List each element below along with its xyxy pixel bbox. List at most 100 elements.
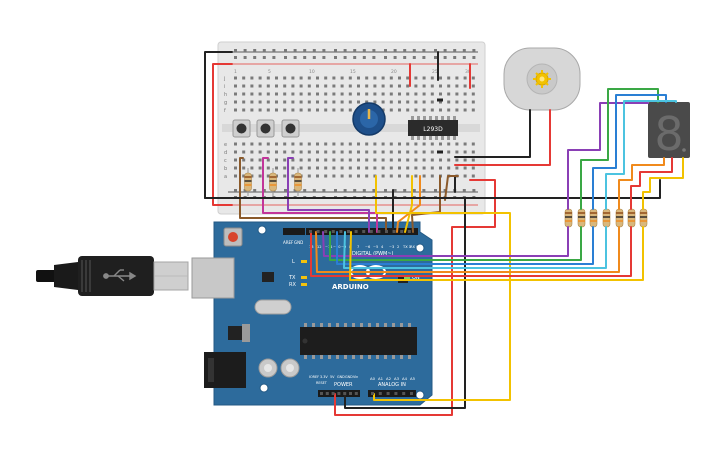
- breadboard-hole: [291, 142, 295, 146]
- breadboard-hole: [283, 174, 287, 178]
- wire-orange-seg: [618, 157, 665, 210]
- breadboard-hole: [258, 166, 262, 170]
- column-number: 30: [465, 69, 471, 75]
- breadboard-hole: [299, 100, 303, 104]
- rail-hole: [353, 189, 357, 192]
- breadboard-hole: [266, 84, 270, 88]
- capacitor-top: [286, 364, 294, 372]
- breadboard-hole: [471, 84, 475, 88]
- breadboard-hole: [365, 166, 369, 170]
- breadboard-hole: [398, 150, 401, 154]
- breadboard-hole: [365, 174, 369, 178]
- rail-hole: [472, 56, 476, 59]
- breadboard-hole: [299, 76, 303, 80]
- push-button-3[interactable]: [281, 119, 300, 138]
- breadboard-hole: [365, 84, 369, 88]
- breadboard-hole: [406, 76, 410, 80]
- push-button-cap[interactable]: [236, 123, 247, 134]
- breadboard-hole: [258, 150, 262, 154]
- power-pin-label: 3.3V: [320, 375, 328, 379]
- breadboard-hole: [307, 158, 311, 162]
- breadboard-hole: [471, 108, 475, 112]
- breadboard-hole: [299, 92, 303, 96]
- analog-pin-label: A3: [394, 376, 400, 381]
- rail-hole: [353, 49, 357, 52]
- rail-hole: [443, 49, 447, 52]
- breadboard-hole: [348, 76, 352, 80]
- breadboard-hole: [357, 142, 360, 146]
- usb-b-socket: [191, 257, 235, 299]
- atmega-pin: [344, 323, 347, 327]
- breadboard-hole: [406, 92, 410, 96]
- breadboard-hole: [365, 100, 369, 104]
- breadboard-hole: [471, 142, 475, 146]
- breadboard-hole: [447, 142, 451, 146]
- atmega-pin: [368, 323, 371, 327]
- push-button-2[interactable]: [256, 119, 275, 138]
- rail-hole: [362, 49, 366, 52]
- breadboard-hole: [316, 150, 319, 154]
- digital-pin-label: 12: [317, 245, 322, 249]
- reset-button[interactable]: [228, 232, 238, 242]
- push-button-cap[interactable]: [260, 123, 271, 134]
- breadboard-hole: [398, 92, 401, 96]
- breadboard-hole: [430, 84, 434, 88]
- wire-red-5v: [334, 179, 496, 416]
- breadboard-hole: [324, 92, 328, 96]
- breadboard-hole: [389, 158, 393, 162]
- breadboard-hole: [381, 100, 385, 104]
- breadboard-hole: [242, 166, 246, 170]
- resistor: [294, 168, 302, 196]
- atmega-pin: [368, 355, 371, 359]
- analog-pin-label: A4: [402, 376, 408, 381]
- digital-pin-label: TX 1: [402, 245, 411, 249]
- breadboard-hole: [332, 108, 336, 112]
- breadboard-hole: [455, 108, 459, 112]
- dc-motor[interactable]: [503, 47, 581, 111]
- breadboard-hole: [307, 84, 311, 88]
- breadboard-hole: [291, 150, 295, 154]
- power-header-pin: [337, 392, 341, 395]
- push-button-1[interactable]: [232, 119, 251, 138]
- rail-hole: [393, 189, 397, 192]
- rail-hole: [272, 56, 276, 59]
- breadboard-hole: [398, 84, 401, 88]
- push-button-cap[interactable]: [285, 123, 296, 134]
- breadboard-hole: [471, 158, 475, 162]
- breadboard-hole: [332, 158, 336, 162]
- l-led: [301, 260, 307, 263]
- breadboard-hole: [234, 84, 237, 88]
- breadboard-hole: [406, 150, 410, 154]
- chip-pin: [423, 116, 426, 120]
- chip-pin: [435, 116, 438, 120]
- top-left-header: [283, 228, 305, 235]
- breadboard-hole: [283, 92, 287, 96]
- breadboard-hole: [463, 84, 467, 88]
- digital-header-pin: [407, 230, 411, 233]
- breadboard-hole: [316, 76, 319, 80]
- breadboard-hole: [340, 142, 344, 146]
- breadboard-hole: [275, 76, 278, 80]
- breadboard-hole: [463, 150, 467, 154]
- usb-symbol-icon: [103, 269, 137, 282]
- resistor: [564, 208, 573, 228]
- breadboard-hole: [439, 92, 442, 96]
- wire-black-seg-common: [649, 179, 661, 199]
- breadboard-hole: [242, 76, 246, 80]
- push-buttons[interactable]: [232, 119, 300, 138]
- breadboard-hole: [324, 142, 328, 146]
- column-number: 1: [234, 69, 237, 75]
- potentiometer[interactable]: [352, 102, 386, 136]
- breadboard-hole: [398, 174, 401, 178]
- breadboard-hole: [471, 92, 475, 96]
- gnd-label: GND: [294, 240, 303, 245]
- atmega-pin: [360, 323, 363, 327]
- wire-yellow-d7: [349, 226, 644, 281]
- breadboard-hole: [324, 174, 328, 178]
- breadboard-hole: [299, 108, 303, 112]
- breadboard-hole: [242, 158, 246, 162]
- regulator-tab: [242, 324, 250, 342]
- breadboard-hole: [324, 150, 328, 154]
- breadboard-hole: [439, 84, 442, 88]
- breadboard-hole: [266, 76, 270, 80]
